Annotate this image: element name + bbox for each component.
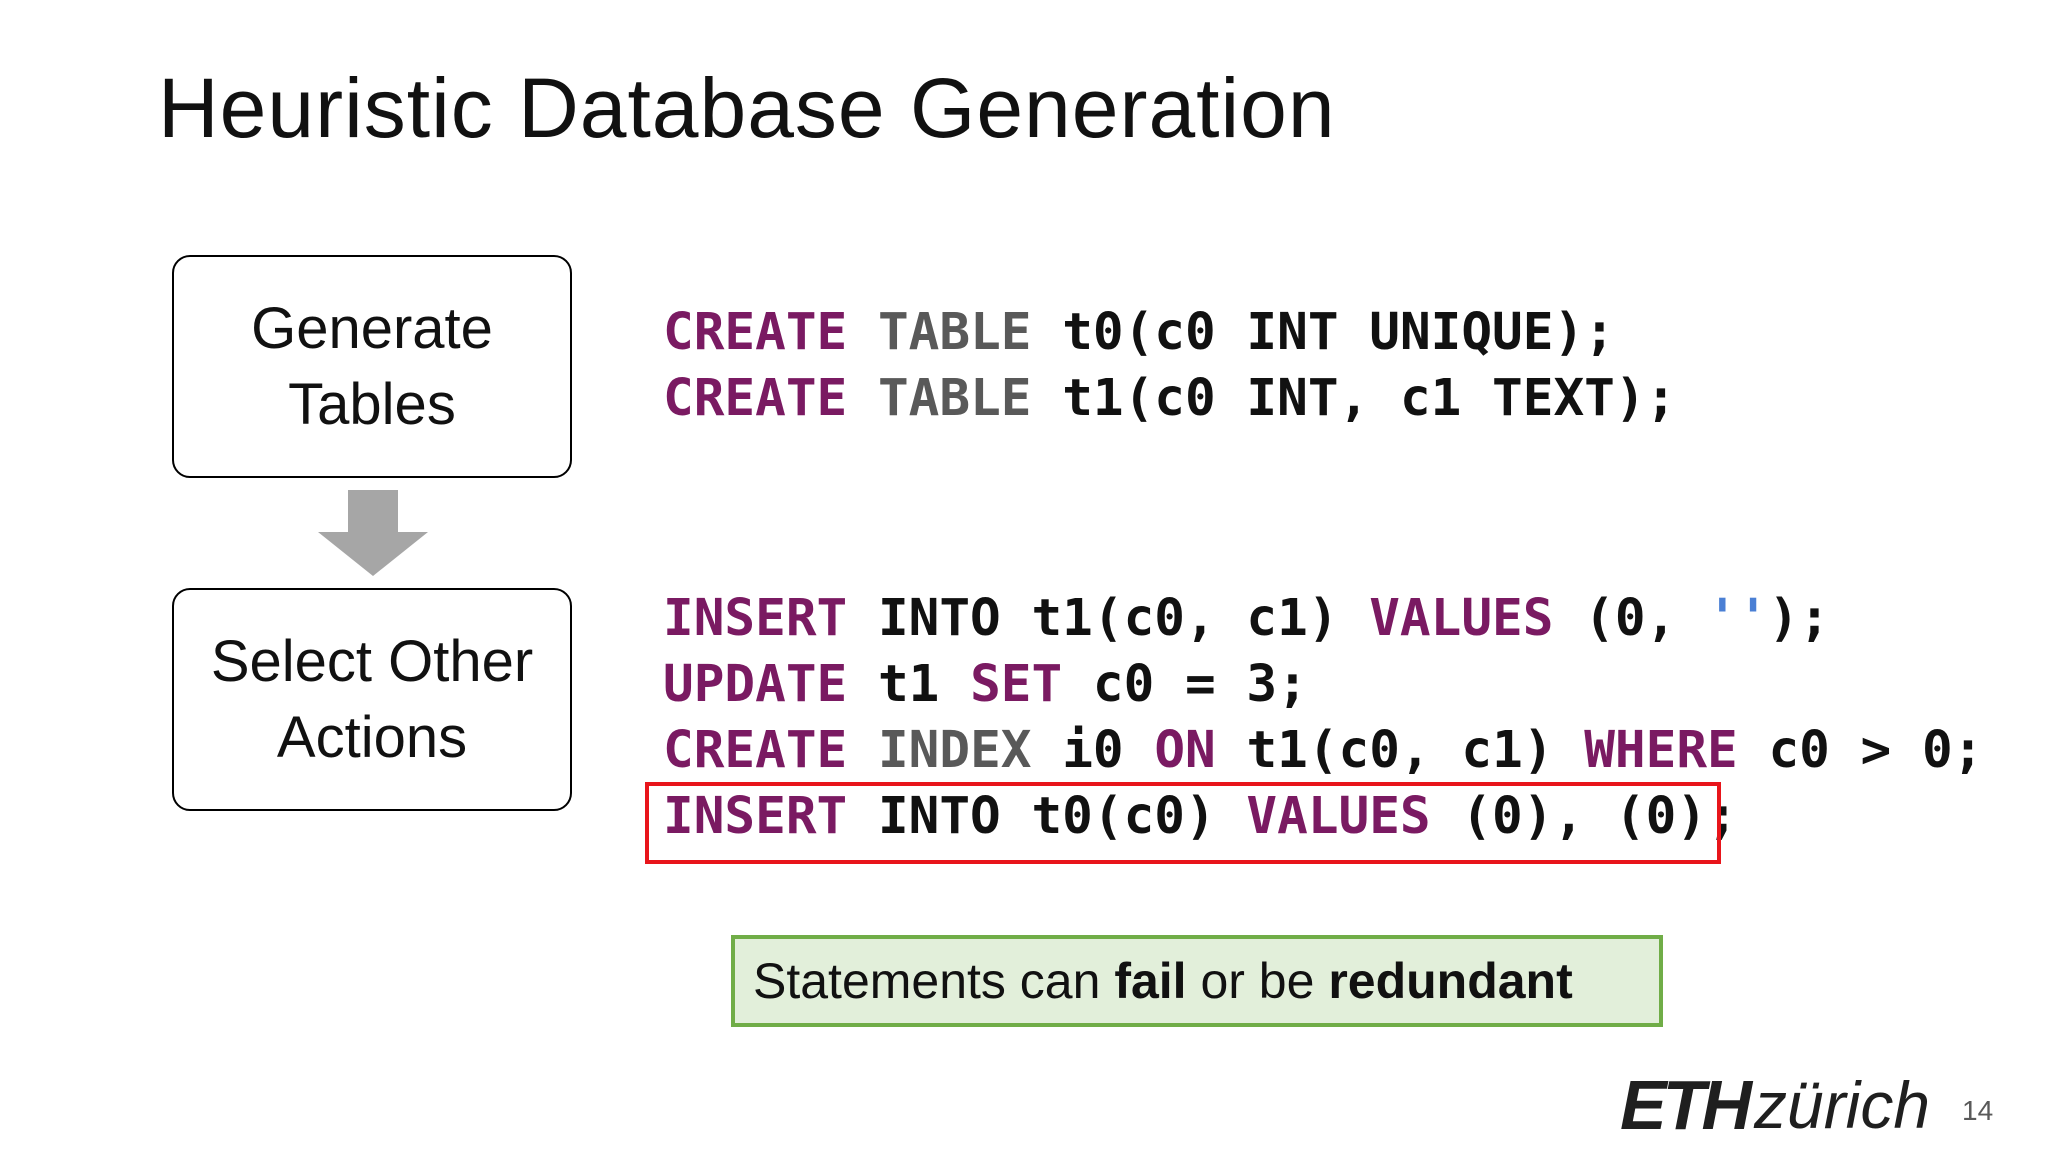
keyword: SET (970, 655, 1063, 714)
sql-code-block: CREATE TABLE t0(c0 INT UNIQUE); CREATE T… (663, 0, 2003, 1152)
code-text: ); (1768, 589, 1830, 648)
create-index-line: CREATE INDEX i0 ON t1(c0, c1) WHERE c0 >… (663, 718, 1983, 784)
string-literal: '' (1706, 589, 1769, 648)
note-bold-redundant: redundant (1328, 953, 1573, 1009)
keyword: INSERT (663, 787, 848, 846)
keyword: CREATE (663, 721, 848, 780)
keyword: CREATE (663, 369, 848, 428)
insert-t0-line: INSERT INTO t0(c0) VALUES (0), (0); (663, 784, 1738, 850)
logo-eth-text: ETH (1620, 1066, 1752, 1144)
keyword: ON (1154, 721, 1216, 780)
code-text: INTO t0(c0) (847, 787, 1247, 846)
update-line: UPDATE t1 SET c0 = 3; (663, 652, 1308, 718)
code-text: c0 > 0; (1737, 721, 1984, 780)
generate-tables-line1: Generate (251, 295, 493, 361)
highlighted-statement-frame (645, 782, 1721, 864)
generate-tables-box: Generate Tables (172, 255, 572, 478)
keyword: INSERT (663, 589, 848, 648)
keyword: WHERE (1584, 721, 1738, 780)
code-text: c0 = 3; (1062, 655, 1308, 714)
note-bold-fail: fail (1114, 953, 1187, 1009)
keyword: TABLE (877, 303, 1032, 362)
eth-zurich-logo: ETH zürich (1620, 1062, 1930, 1140)
note-prefix: Statements can (753, 953, 1115, 1009)
keyword: CREATE (663, 303, 848, 362)
code-text: (0, (1553, 589, 1707, 648)
select-other-actions-box: Select Other Actions (172, 588, 572, 811)
code-text: t1(c0 INT, c1 TEXT); (1031, 369, 1677, 428)
code-text: t0(c0 INT UNIQUE); (1031, 303, 1615, 362)
code-text: i0 (1031, 721, 1155, 780)
create-table-t1-line: CREATE TABLE t1(c0 INT, c1 TEXT); (663, 366, 1676, 432)
code-text: t1 (847, 655, 971, 714)
select-other-actions-line2: Actions (276, 704, 468, 770)
slide-title: Heuristic Database Generation (158, 61, 1336, 155)
code-text: t1(c0, c1) (1215, 721, 1585, 780)
keyword: TABLE (877, 369, 1032, 428)
keyword: INDEX (877, 721, 1032, 780)
insert-t1-line: INSERT INTO t1(c0, c1) VALUES (0, ''); (663, 586, 1830, 652)
select-other-actions-line1: Select Other (210, 628, 534, 694)
code-text: INTO t1(c0, c1) (847, 589, 1370, 648)
page-number: 14 (1962, 1095, 1994, 1126)
generate-tables-line2: Tables (288, 371, 456, 437)
failure-note: Statements can fail or be redundant (731, 935, 1663, 1027)
keyword: VALUES (1246, 787, 1431, 846)
create-table-t0-line: CREATE TABLE t0(c0 INT UNIQUE); (663, 300, 1615, 366)
note-middle: or be (1186, 953, 1329, 1009)
down-arrow-icon (318, 490, 428, 576)
keyword: UPDATE (663, 655, 848, 714)
keyword: VALUES (1369, 589, 1554, 648)
logo-zurich-text: zürich (1754, 1068, 1931, 1142)
